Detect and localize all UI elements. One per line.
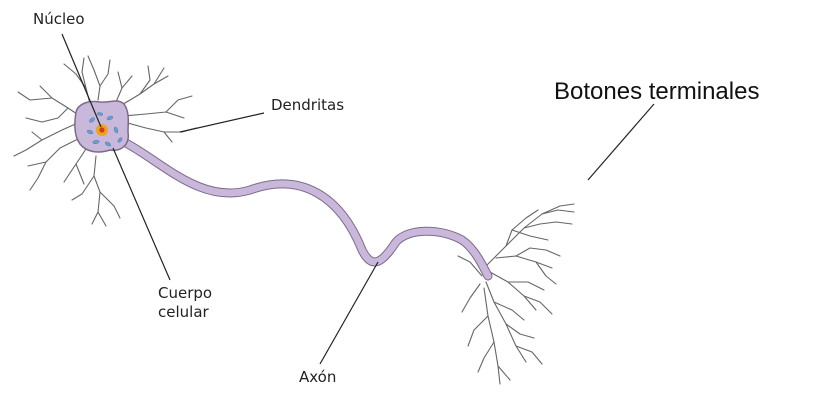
label-axon: Axón [299,368,336,387]
label-botones-terminales: Botones terminales [554,78,759,106]
leader-botones [588,104,654,180]
axon [124,142,488,276]
label-dendritas: Dendritas [271,96,344,115]
axon-terminals [458,204,574,384]
label-nucleo: Núcleo [33,10,85,29]
leader-axon [320,262,378,364]
label-cuerpo-celular: Cuerpo celular [158,284,212,322]
nucleus [96,124,108,136]
label-cuerpo-line2: celular [158,303,212,322]
leader-dendritas [180,113,264,132]
label-cuerpo-line1: Cuerpo [158,284,212,303]
